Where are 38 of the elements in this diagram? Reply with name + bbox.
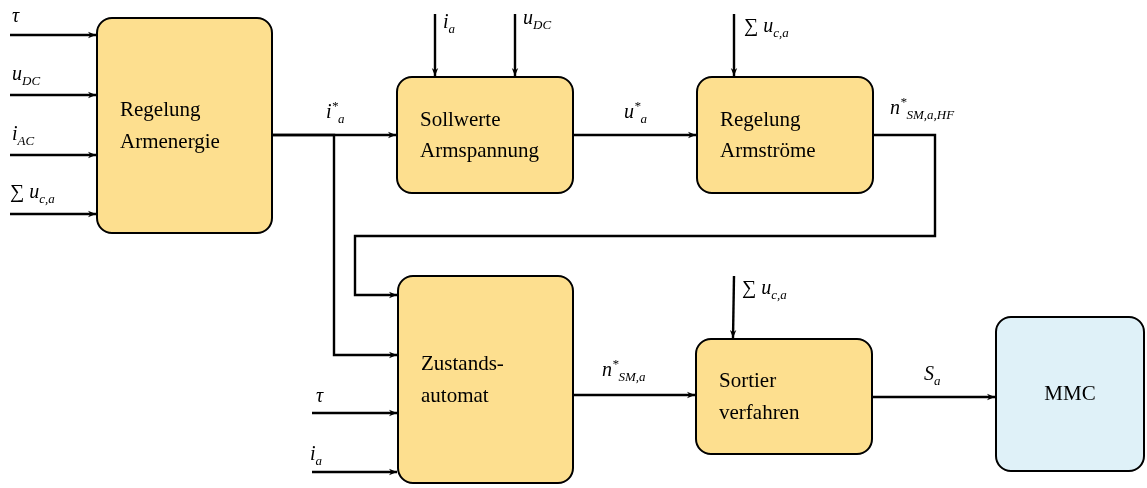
signal-label: ∑ u$_{c,a}$ [744, 14, 789, 41]
arrow [10, 91, 96, 99]
signal-label: u$_{DC}$ [523, 6, 552, 33]
arrow [10, 210, 96, 218]
arrow [873, 393, 995, 401]
arrow [729, 275, 737, 339]
block-box [995, 316, 1145, 472]
block-label: Sollwerte Armspannung [420, 105, 540, 164]
block-box [96, 17, 273, 234]
arrow [730, 14, 738, 76]
arrow [353, 133, 937, 299]
block-box [396, 76, 574, 194]
block-label: Regelung Armenergie [120, 96, 221, 155]
signal-label: i$_{a}$ [310, 442, 323, 469]
block-box [695, 338, 873, 455]
signal-label: i$_{AC}$ [12, 122, 35, 149]
arrow [312, 468, 397, 476]
arrow [511, 14, 519, 76]
signal-label: τ [12, 4, 20, 27]
block-box [397, 275, 574, 484]
arrow [10, 151, 96, 159]
signal-label: S$_{a}$ [924, 362, 941, 389]
arrow [574, 131, 696, 139]
arrow [431, 14, 439, 76]
signal-label: ∑ u$_{c,a}$ [742, 276, 787, 303]
arrow [574, 391, 695, 399]
arrow [10, 31, 96, 39]
signal-label: i$_{a}$ [443, 10, 456, 37]
block-label: Regelung Armströme [720, 105, 817, 164]
arrow [312, 409, 397, 417]
block-label: Zustands- automat [421, 350, 505, 409]
block-label: Sortier verfahren [719, 367, 801, 426]
block-label: MMC [1044, 380, 1096, 408]
block-box [696, 76, 874, 194]
signal-label: ∑ u$_{c,a}$ [10, 180, 55, 207]
arrow [273, 133, 397, 359]
signal-label: τ [316, 384, 324, 407]
signal-label: u$_{DC}$ [12, 62, 41, 89]
